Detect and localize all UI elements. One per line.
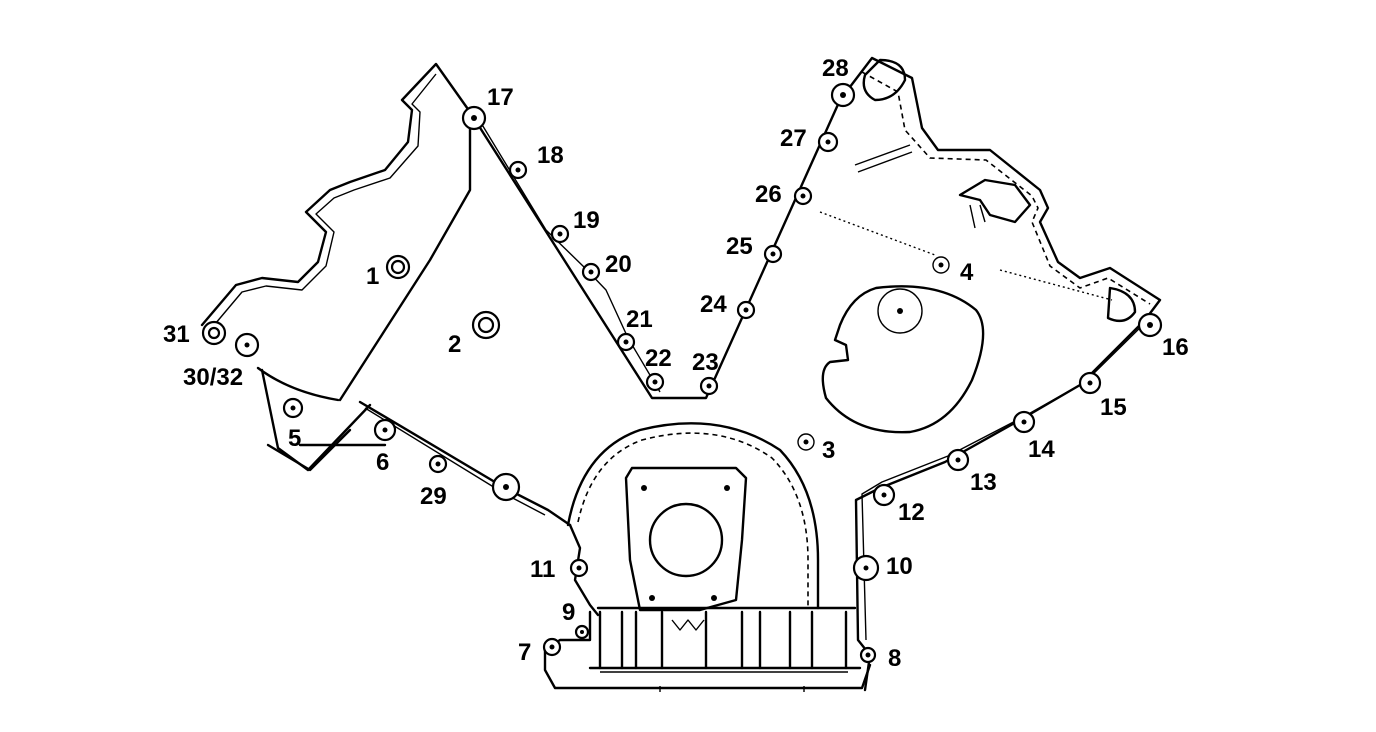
callout-31: 31 [163,321,190,348]
callout-13: 13 [970,469,997,496]
callout-16: 16 [1162,334,1189,361]
callout-21: 21 [626,306,653,333]
callout-9: 9 [562,599,575,626]
callout-17: 17 [487,84,514,111]
callout-23: 23 [692,349,719,376]
callout-27: 27 [780,125,807,152]
callout-11: 11 [530,556,555,583]
callout-22: 22 [645,345,672,372]
callout-7: 7 [518,639,531,666]
callout-24: 24 [700,291,727,318]
callout-19: 19 [573,207,600,234]
callout-12: 12 [898,499,925,526]
bolts [201,82,1163,664]
right-cover [819,56,1162,692]
bolt-4 [932,256,950,274]
callout-labels: 1 2 3 4 5 6 7 8 9 10 11 12 13 14 15 16 1… [163,55,1189,672]
callout-20: 20 [605,251,632,278]
callout-2: 2 [448,331,461,358]
lower-cover [543,422,872,692]
left-cover [200,62,842,527]
callout-18: 18 [537,142,564,169]
callout-10: 10 [886,553,913,580]
callout-5: 5 [288,425,301,452]
callout-8: 8 [888,645,901,672]
callout-6: 6 [376,449,389,476]
callout-3: 3 [822,437,835,464]
callout-30-32: 30/32 [183,364,243,391]
callout-25: 25 [726,233,753,260]
callout-26: 26 [755,181,782,208]
callout-4: 4 [960,259,974,286]
bolt-3 [797,433,815,451]
callout-29: 29 [420,483,447,510]
callout-1: 1 [366,263,379,290]
callout-14: 14 [1028,436,1055,463]
callout-28: 28 [822,55,849,82]
callout-15: 15 [1100,394,1127,421]
